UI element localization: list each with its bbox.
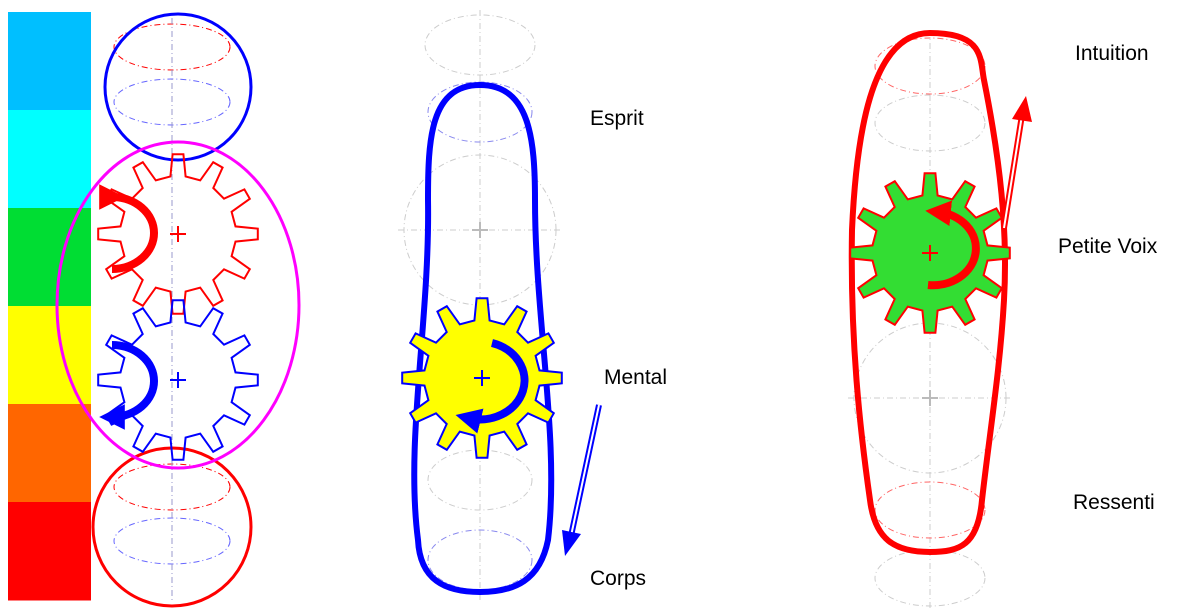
middle-flow-arrow-icon — [562, 405, 599, 556]
color-bar-segment — [8, 110, 91, 209]
right-guide-center — [922, 390, 938, 406]
label-petite-voix: Petite Voix — [1058, 236, 1157, 257]
right-flow-arrow-icon — [1004, 96, 1032, 228]
color-bar-segment — [8, 502, 91, 601]
color-bar-segment — [8, 306, 91, 405]
color-bar-segment — [8, 12, 91, 111]
label-mental: Mental — [604, 367, 667, 388]
color-bar-segment — [8, 404, 91, 503]
left-top-circle — [105, 14, 251, 160]
label-ressenti: Ressenti — [1073, 492, 1155, 513]
label-corps: Corps — [590, 568, 646, 589]
color-bar — [8, 12, 91, 601]
color-bar-segment — [8, 208, 91, 307]
middle-guide-center — [472, 222, 488, 238]
label-intuition: Intuition — [1075, 43, 1149, 64]
left-magenta-ellipse — [57, 142, 299, 468]
label-esprit: Esprit — [590, 108, 644, 129]
